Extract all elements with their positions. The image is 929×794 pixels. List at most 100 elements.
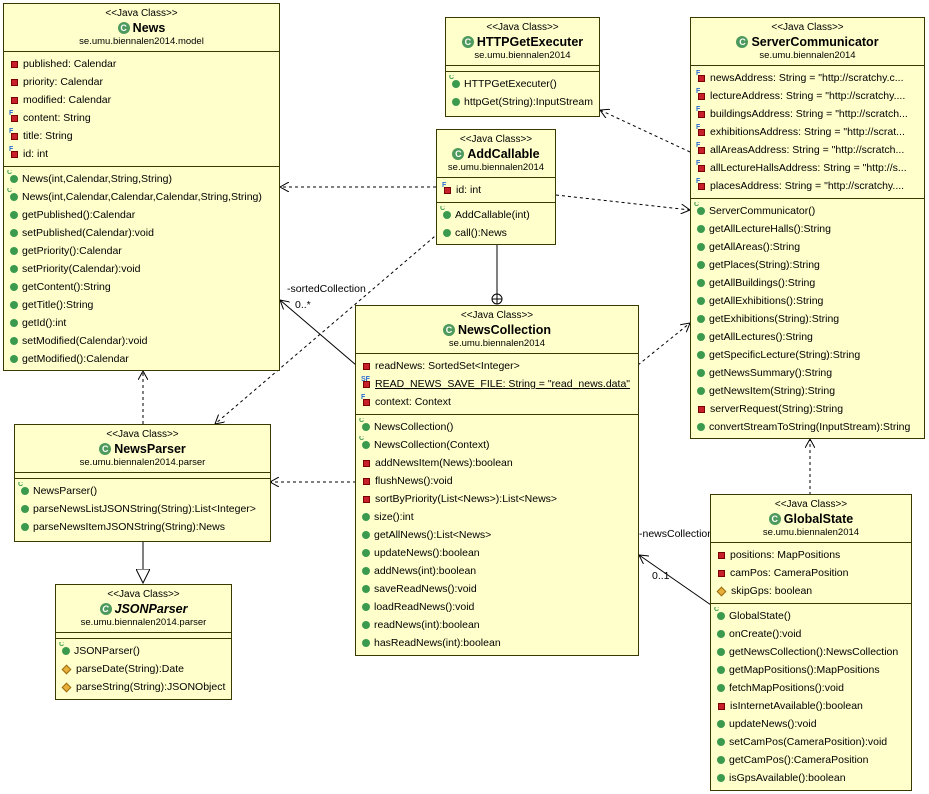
edge-server-httpget	[600, 110, 691, 153]
public-visibility-icon: C	[59, 642, 70, 655]
public-visibility-icon	[362, 621, 370, 629]
class-icon: C	[452, 148, 465, 160]
method-text: getCamPos():CameraPosition	[729, 754, 869, 766]
method-text: getTitle():String	[22, 299, 94, 311]
public-visibility-icon	[10, 283, 18, 291]
method-text: getAllNews():List<News>	[374, 529, 492, 541]
method-row: getCamPos():CameraPosition	[711, 751, 911, 769]
method-text: News(int,Calendar,Calendar,Calendar,Stri…	[22, 191, 262, 203]
method-row: getAllExhibitions():String	[691, 292, 924, 310]
field-row: skipGps: boolean	[711, 582, 911, 600]
package-label: se.umu.biennalen2014.model	[79, 36, 204, 47]
method-row: loadReadNews():void	[356, 598, 638, 616]
method-text: loadReadNews():void	[374, 601, 475, 613]
method-row: setCamPos(CameraPosition):void	[711, 733, 911, 751]
modifier-c-icon: C	[449, 75, 455, 81]
class-icon: C	[117, 22, 130, 34]
modifier-f-icon: F	[696, 177, 701, 185]
public-visibility-icon: C	[18, 482, 29, 495]
modifier-f-icon: F	[696, 159, 701, 167]
method-row: getModified():Calendar	[4, 350, 279, 368]
method-row: getAllLectureHalls():String	[691, 220, 924, 238]
public-visibility-icon	[717, 774, 725, 782]
private-visibility-icon: SF	[361, 376, 370, 388]
class-icon: C	[442, 324, 455, 336]
public-visibility-icon	[362, 639, 370, 647]
stereotype-label: <<Java Class>>	[106, 429, 179, 440]
method-text: getPublished():Calendar	[22, 209, 136, 221]
public-visibility-icon	[697, 315, 705, 323]
method-text: parseString(String):JSONObject	[76, 681, 226, 693]
private-visibility-icon: F	[696, 106, 705, 118]
class-name-text: GlobalState	[783, 512, 854, 526]
method-text: updateNews():void	[729, 718, 817, 730]
method-row: getContent():String	[4, 278, 279, 296]
method-text: getModified():Calendar	[22, 353, 129, 365]
modifier-c-icon: C	[18, 482, 24, 488]
sorted-collection-multiplicity: 0..*	[295, 299, 311, 311]
field-text: placesAddress: String = "http://scratchy…	[710, 180, 905, 192]
fields-section	[56, 633, 231, 639]
protected-visibility-icon	[61, 682, 72, 692]
method-text: updateNews():boolean	[374, 547, 480, 559]
method-text: NewsCollection()	[374, 421, 454, 433]
field-text: content: String	[23, 112, 91, 124]
method-row: parseNewsItemJSONString(String):News	[15, 518, 270, 536]
public-visibility-icon: C	[7, 170, 18, 183]
method-text: News(int,Calendar,String,String)	[22, 173, 172, 185]
method-text: getSpecificLecture(String):String	[709, 349, 861, 361]
method-row: setModified(Calendar):void	[4, 332, 279, 350]
modifier-c-icon: C	[7, 188, 13, 194]
public-visibility-icon	[697, 423, 705, 431]
public-visibility-icon	[10, 337, 18, 345]
field-text: exhibitionsAddress: String = "http://scr…	[710, 126, 905, 138]
method-row: getSpecificLecture(String):String	[691, 346, 924, 364]
method-text: getPriority():Calendar	[22, 245, 122, 257]
private-visibility-icon: F	[9, 110, 18, 122]
field-text: priority: Calendar	[23, 76, 103, 88]
field-text: positions: MapPositions	[730, 549, 841, 561]
public-visibility-icon	[697, 387, 705, 395]
method-row: C News(int,Calendar,String,String)	[4, 170, 279, 188]
public-visibility-icon	[10, 355, 18, 363]
public-visibility-icon: C	[449, 75, 460, 88]
modifier-f-icon: F	[696, 141, 701, 149]
private-visibility-icon	[363, 495, 370, 503]
method-text: isInternetAvailable():boolean	[730, 700, 863, 712]
public-visibility-icon	[717, 630, 725, 638]
public-visibility-icon: C	[359, 418, 370, 431]
method-text: getNewsSummary():String	[709, 367, 833, 379]
public-visibility-icon	[717, 720, 725, 728]
private-visibility-icon	[698, 405, 705, 413]
method-row: getExhibitions(String):String	[691, 310, 924, 328]
private-visibility-icon	[11, 60, 18, 68]
class-name-text: ServerCommunicator	[751, 35, 879, 49]
field-text: READ_NEWS_SAVE_FILE: String = "read_news…	[375, 378, 631, 390]
modifier-c-icon: C	[359, 418, 365, 424]
package-label: se.umu.biennalen2014	[448, 338, 546, 349]
